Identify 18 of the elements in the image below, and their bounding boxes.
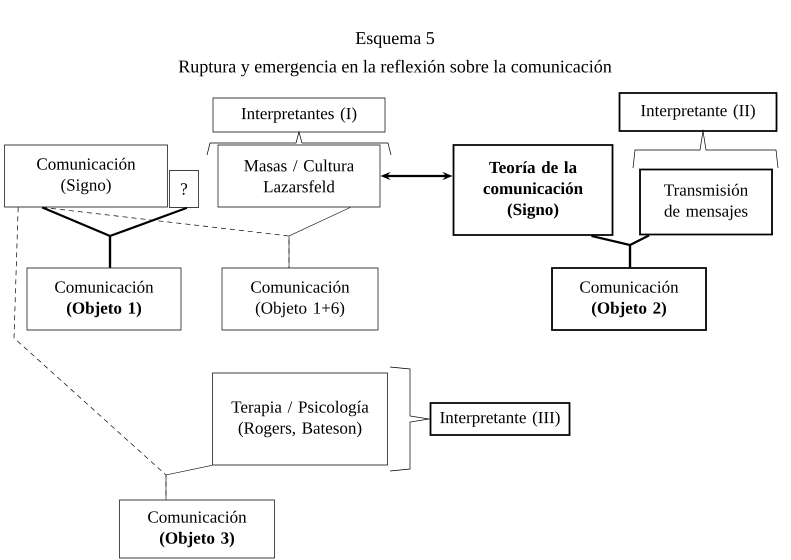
text-box: Transmisión de mensajes [639, 168, 773, 236]
text-box: Interpretantes (I) [212, 98, 386, 132]
text-box: Masas / Cultura Lazarsfeld [218, 144, 380, 208]
text-box: Comunicación (Objeto 1) [26, 268, 182, 330]
text-box: Comunicación (Objeto 1+6) [222, 268, 378, 330]
text-box: Comunicación (Objeto 2) [551, 267, 707, 331]
text-box: Interpretante (II) [618, 92, 778, 132]
connector [288, 207, 351, 268]
text-box: Teoría de la comunicación (Signo) [452, 144, 614, 236]
text-box: Interpretante (III) [430, 402, 570, 436]
text-box: ? [169, 170, 199, 208]
connector [108, 206, 188, 268]
text-box: Comunicación (Objeto 3) [119, 500, 275, 558]
title: Esquema 5 [356, 32, 434, 48]
text-box: Terapia / Psicología (Rogers, Bateson) [212, 372, 388, 466]
connector [166, 465, 212, 500]
connector [628, 234, 650, 268]
subtitle: Ruptura y emergencia en la reflexión sobre la comunicación [178, 60, 612, 76]
